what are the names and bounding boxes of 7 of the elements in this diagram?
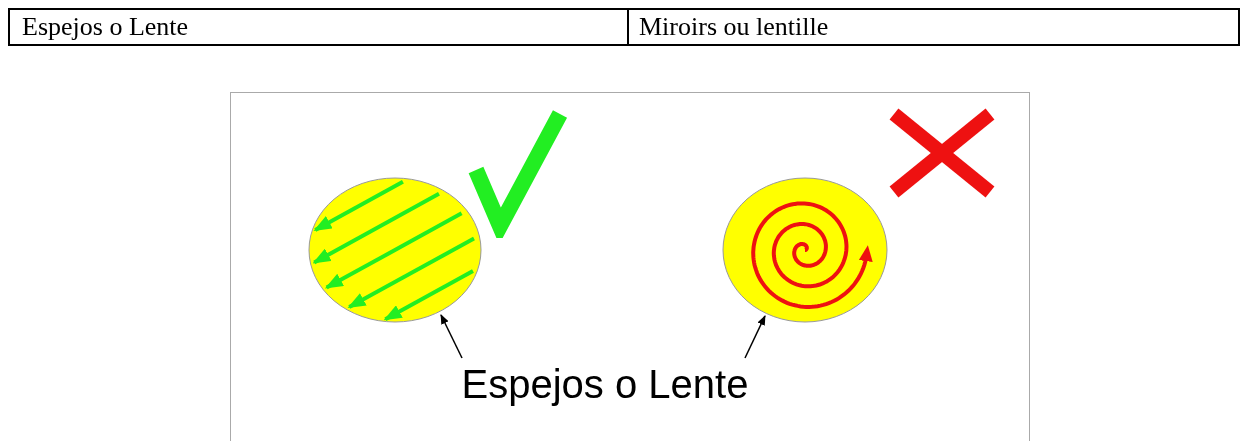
lens-drawing	[308, 177, 482, 323]
caption-text: Espejos o Lente	[461, 362, 749, 406]
leader-line	[744, 315, 766, 359]
lens-drawing	[722, 177, 888, 323]
table-cell: Espejos o Lente	[8, 8, 629, 46]
leader-line	[440, 314, 463, 359]
table-cell: Miroirs ou lentille	[627, 8, 1240, 46]
